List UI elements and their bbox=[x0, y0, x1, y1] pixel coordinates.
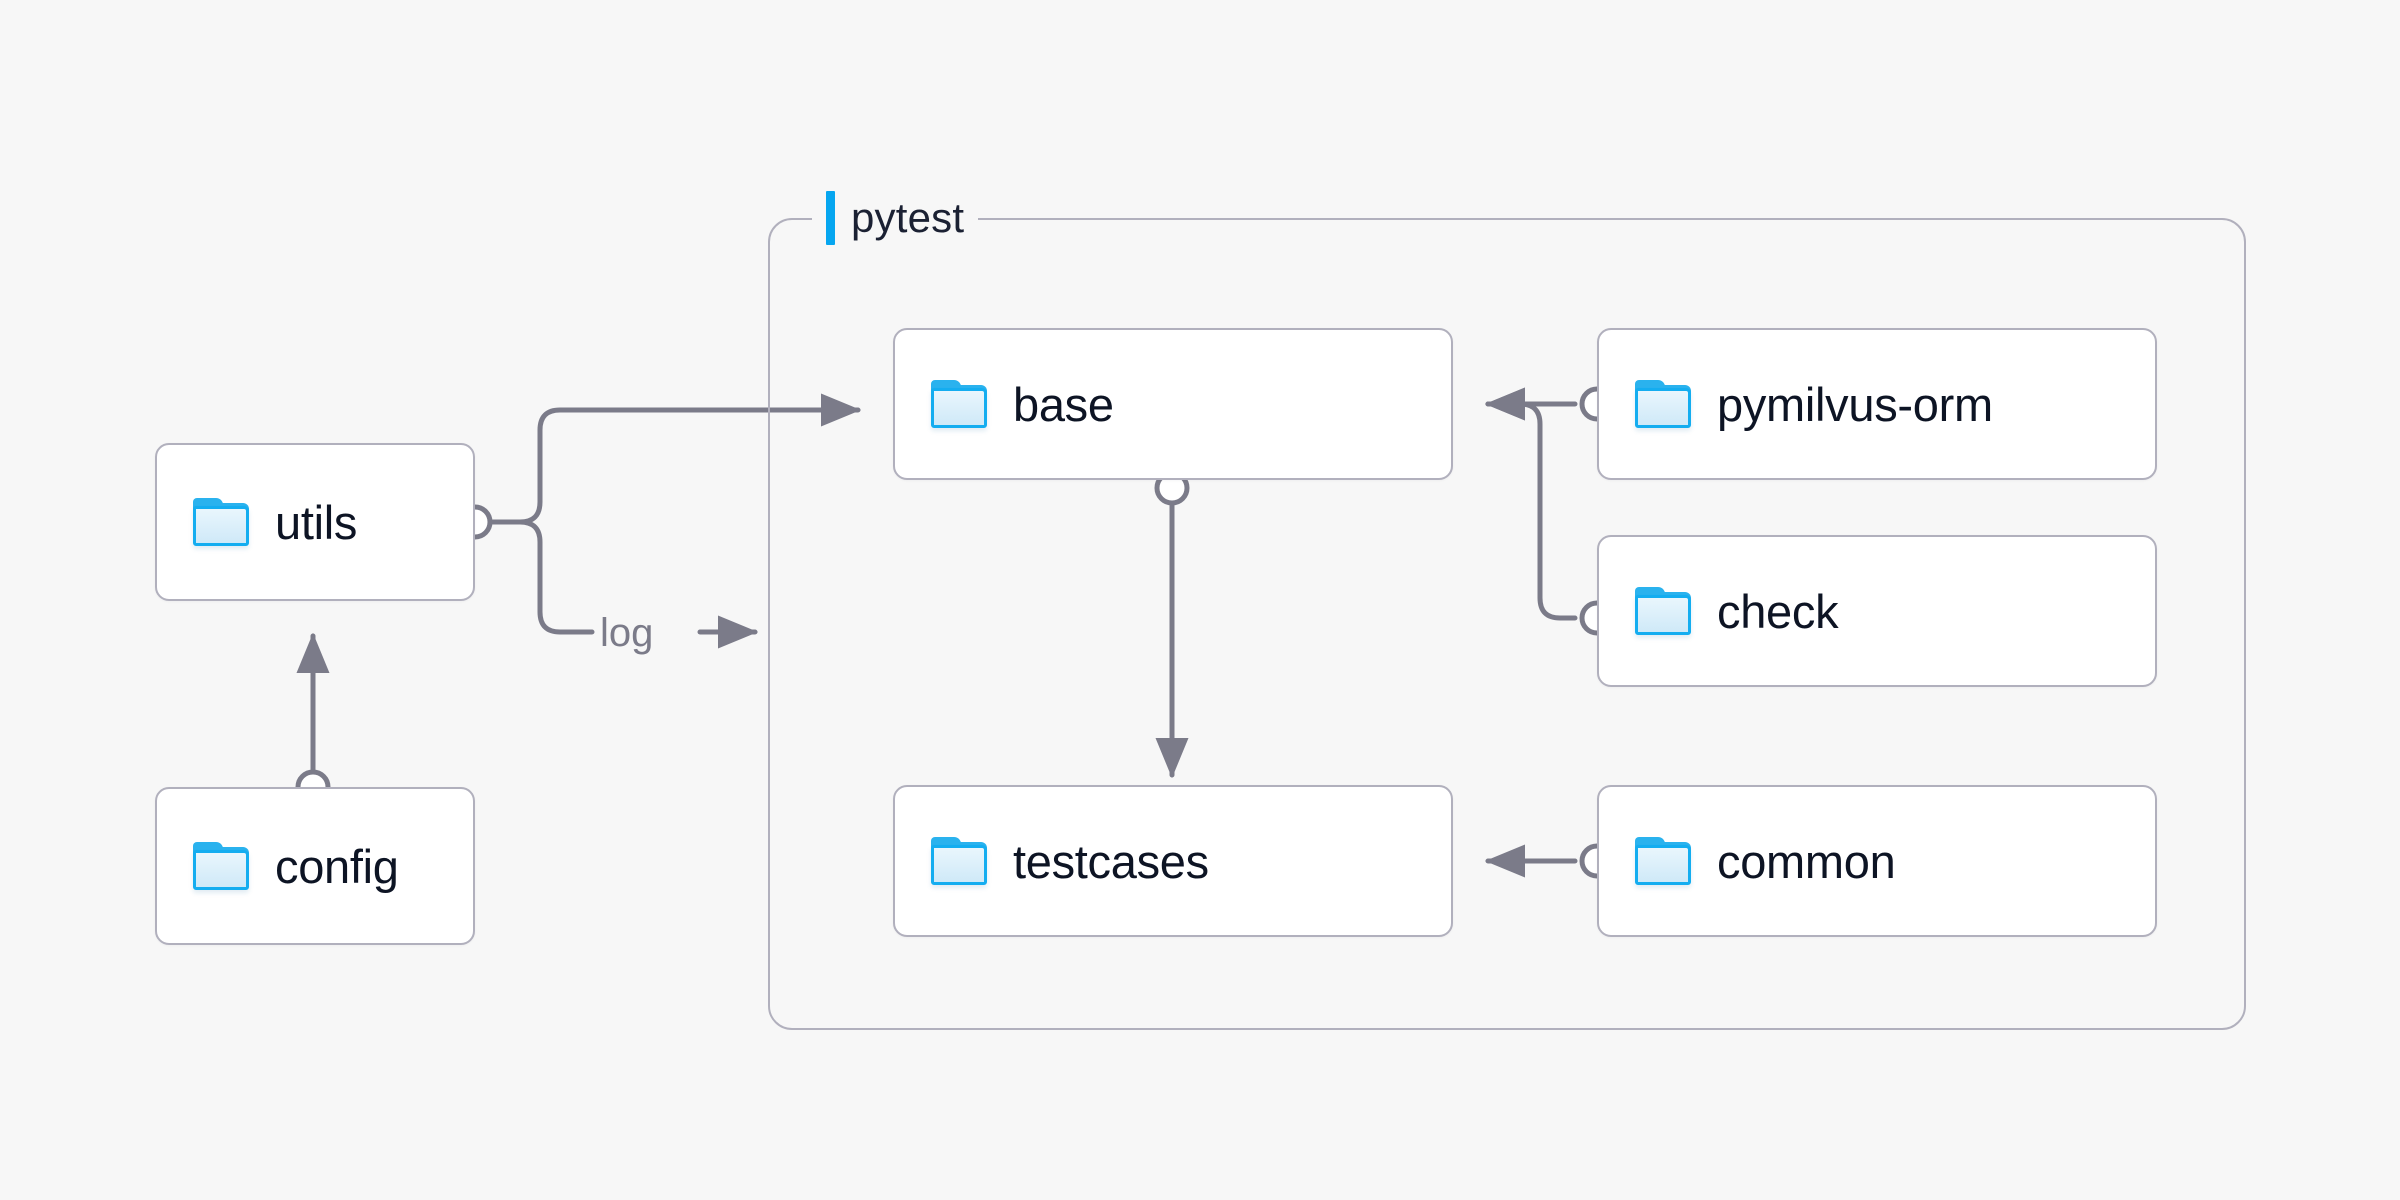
node-config[interactable]: config bbox=[155, 787, 475, 945]
node-check[interactable]: check bbox=[1597, 535, 2157, 687]
group-accent-bar bbox=[826, 191, 835, 245]
folder-icon bbox=[1635, 380, 1691, 428]
node-label: utils bbox=[275, 495, 358, 549]
edge-utils-to-log bbox=[479, 519, 595, 635]
group-title: pytest bbox=[851, 194, 965, 241]
node-common[interactable]: common bbox=[1597, 785, 2157, 937]
folder-icon bbox=[931, 380, 987, 428]
folder-icon bbox=[193, 498, 249, 546]
pytest-group[interactable] bbox=[768, 218, 2246, 1030]
folder-icon bbox=[1635, 837, 1691, 885]
edge-label-log: log bbox=[600, 611, 654, 655]
folder-icon bbox=[931, 837, 987, 885]
pytest-group-label: pytest bbox=[812, 191, 979, 245]
node-label: pymilvus-orm bbox=[1717, 377, 1993, 431]
node-label: check bbox=[1717, 584, 1839, 638]
node-label: common bbox=[1717, 834, 1896, 888]
node-label: base bbox=[1013, 377, 1114, 431]
node-label: config bbox=[275, 839, 399, 893]
node-label: testcases bbox=[1013, 834, 1209, 888]
node-testcases[interactable]: testcases bbox=[893, 785, 1453, 937]
node-base[interactable]: base bbox=[893, 328, 1453, 480]
node-utils[interactable]: utils bbox=[155, 443, 475, 601]
folder-icon bbox=[1635, 587, 1691, 635]
node-pymilvus-orm[interactable]: pymilvus-orm bbox=[1597, 328, 2157, 480]
folder-icon bbox=[193, 842, 249, 890]
